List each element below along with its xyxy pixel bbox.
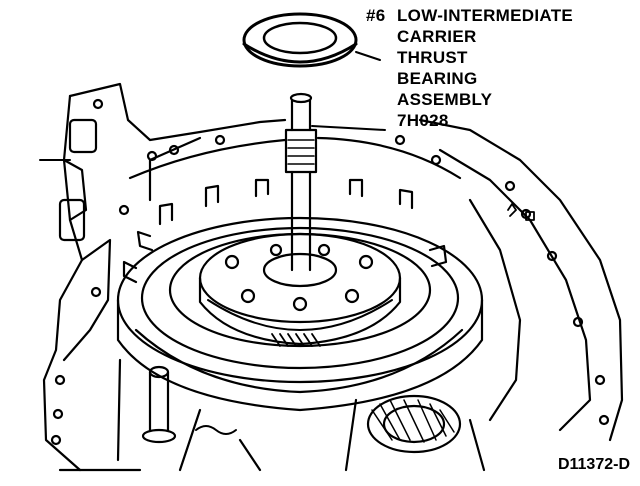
leader-lines [311,51,386,131]
lower-details-drawing [58,358,486,472]
input-shaft-drawing [284,92,318,272]
callout-line-3: THRUST [397,48,468,67]
part-number: 7H028 [397,111,449,130]
figure-reference-code: D11372-D [557,456,630,473]
callout-line-2: CARRIER [397,27,477,46]
clutch-drum-drawing [116,178,484,412]
callout-line-5: ASSEMBLY [397,90,493,109]
callout-number: #6 [366,6,386,25]
callout-line-4: BEARING [397,69,478,88]
callout-line-1: LOW-INTERMEDIATE [397,6,574,25]
transmission-case-drawing [39,82,624,472]
thrust-bearing-drawing [242,12,358,68]
carrier-assembly-drawing [198,232,402,347]
